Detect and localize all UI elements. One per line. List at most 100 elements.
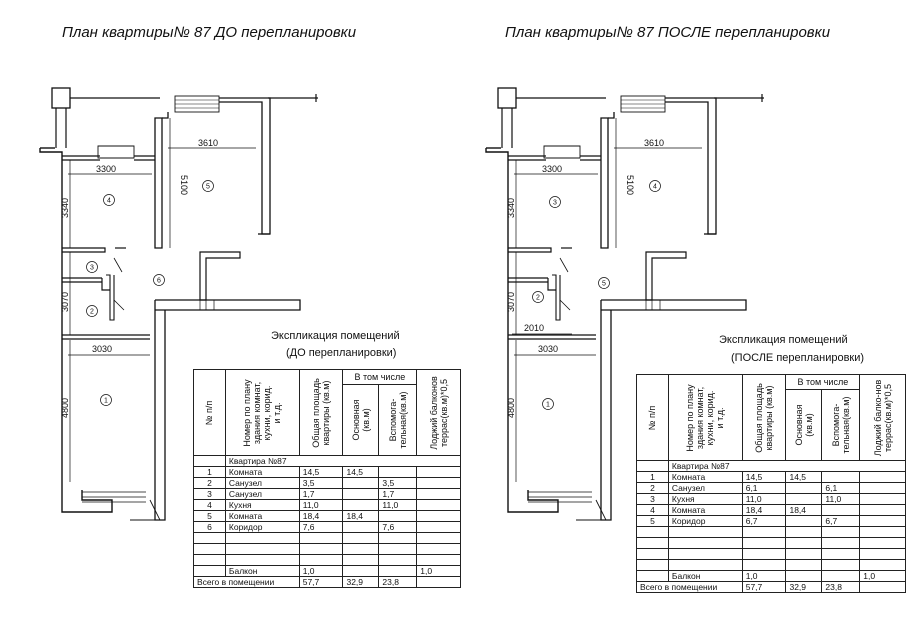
table-cell: 4 <box>636 504 669 516</box>
table-cell: 14,5 <box>785 471 823 483</box>
table-cell: 4 <box>193 499 226 511</box>
table-cell: 1,0 <box>416 565 461 577</box>
table-cell <box>636 559 669 571</box>
table-cell: 6,1 <box>741 482 787 494</box>
room-number: 5 <box>602 281 606 288</box>
plan-before: 3610 3300 5100 3340 3070 3030 4800 1 2 3… <box>39 87 319 521</box>
table-cell: Санузел <box>224 477 300 489</box>
table-cell: 11,0 <box>741 493 787 505</box>
table-cell: 23,8 <box>821 581 861 593</box>
table-cell <box>298 554 344 566</box>
table-cell <box>859 471 906 483</box>
table-total-row: Всего в помещении 57,7 32,9 23,8 <box>636 581 906 593</box>
table-cell <box>193 554 226 566</box>
table-cell: 18,4 <box>298 510 344 522</box>
table-cell: 11,0 <box>378 499 418 511</box>
table-cell <box>378 543 418 555</box>
dim-label: 3070 <box>506 292 516 312</box>
plan-title-after: План квартиры№ 87 ПОСЛЕ перепланировки <box>505 24 831 41</box>
table-cell: 3 <box>636 493 669 505</box>
table-cell <box>667 559 743 571</box>
table-row <box>193 532 461 544</box>
table-cell <box>416 488 461 500</box>
table-cell <box>741 559 787 571</box>
explication-table-before: № п/п Номер по плану здания комнат, кухн… <box>193 369 462 588</box>
dim-label: 3300 <box>542 164 562 174</box>
dim-label: 4800 <box>506 398 516 418</box>
table-cell <box>416 510 461 522</box>
table-cell <box>298 532 344 544</box>
table-cell <box>342 543 380 555</box>
table-cell: 1,7 <box>378 488 418 500</box>
room-number: 3 <box>90 265 94 272</box>
table-cell: Комната <box>667 504 743 516</box>
table-cell <box>741 526 787 538</box>
table-cell <box>342 477 380 489</box>
table-cell <box>416 543 461 555</box>
room-number: 4 <box>653 184 657 191</box>
table-cell: 1,0 <box>298 565 344 577</box>
header-total: Общая площадь квартиры (кв.м) <box>311 377 332 448</box>
table-cell <box>785 482 823 494</box>
table-row: Квартира №87 <box>636 460 907 472</box>
table-cell <box>342 565 380 577</box>
apartment-label: Квартира №87 <box>224 455 462 467</box>
room-number: 6 <box>157 278 161 285</box>
apartment-label: Квартира №87 <box>667 460 907 472</box>
table-cell <box>193 565 226 577</box>
dim-label: 5100 <box>625 175 635 195</box>
table-cell: 14,5 <box>741 471 787 483</box>
table-cell: 6,1 <box>821 482 861 494</box>
table-cell: Всего в помещении <box>193 576 300 588</box>
table-row <box>636 548 906 560</box>
table-cell: 6 <box>193 521 226 533</box>
table-cell: 2 <box>193 477 226 489</box>
table-cell: 7,6 <box>378 521 418 533</box>
table-cell <box>821 526 861 538</box>
table-cell <box>224 554 300 566</box>
room-number: 4 <box>107 198 111 205</box>
table-cell <box>785 537 823 549</box>
explication-caption-after: Экспликация помещений <box>719 334 848 346</box>
table-cell: Балкон <box>667 570 743 582</box>
table-cell <box>416 499 461 511</box>
table-cell: 3,5 <box>378 477 418 489</box>
table-cell <box>821 504 861 516</box>
table-cell: Балкон <box>224 565 300 577</box>
header-incl: В том числе <box>342 369 418 385</box>
dim-label: 3070 <box>60 292 70 312</box>
dim-label: 3030 <box>92 344 112 354</box>
explication-subcaption-after: (ПОСЛЕ перепланировки) <box>731 352 865 364</box>
table-cell <box>378 532 418 544</box>
table-cell <box>785 548 823 560</box>
table-cell: 5 <box>636 515 669 527</box>
table-cell <box>859 526 906 538</box>
explication-table-after: № п/п Номер по плану здания комнат, кухн… <box>636 374 907 593</box>
table-cell <box>859 482 906 494</box>
room-number: 5 <box>206 184 210 191</box>
table-cell: 1 <box>636 471 669 483</box>
table-cell <box>342 521 380 533</box>
table-cell <box>859 515 906 527</box>
table-cell <box>416 521 461 533</box>
table-cell <box>859 504 906 516</box>
table-cell: 2 <box>636 482 669 494</box>
table-cell: 1,0 <box>741 570 787 582</box>
table-cell <box>342 554 380 566</box>
dim-label: 3610 <box>644 138 664 148</box>
table-cell <box>193 532 226 544</box>
table-cell: 32,9 <box>785 581 823 593</box>
table-cell <box>378 466 418 478</box>
header-aux: Вспомога- тельная(кв.м) <box>830 396 851 454</box>
table-cell <box>821 570 861 582</box>
table-cell: 57,7 <box>298 576 344 588</box>
plan-after: 3610 3300 5100 3340 3070 2010 3030 4800 … <box>485 87 765 521</box>
table-row: Квартира №87 <box>193 455 462 467</box>
table-row <box>193 543 461 555</box>
